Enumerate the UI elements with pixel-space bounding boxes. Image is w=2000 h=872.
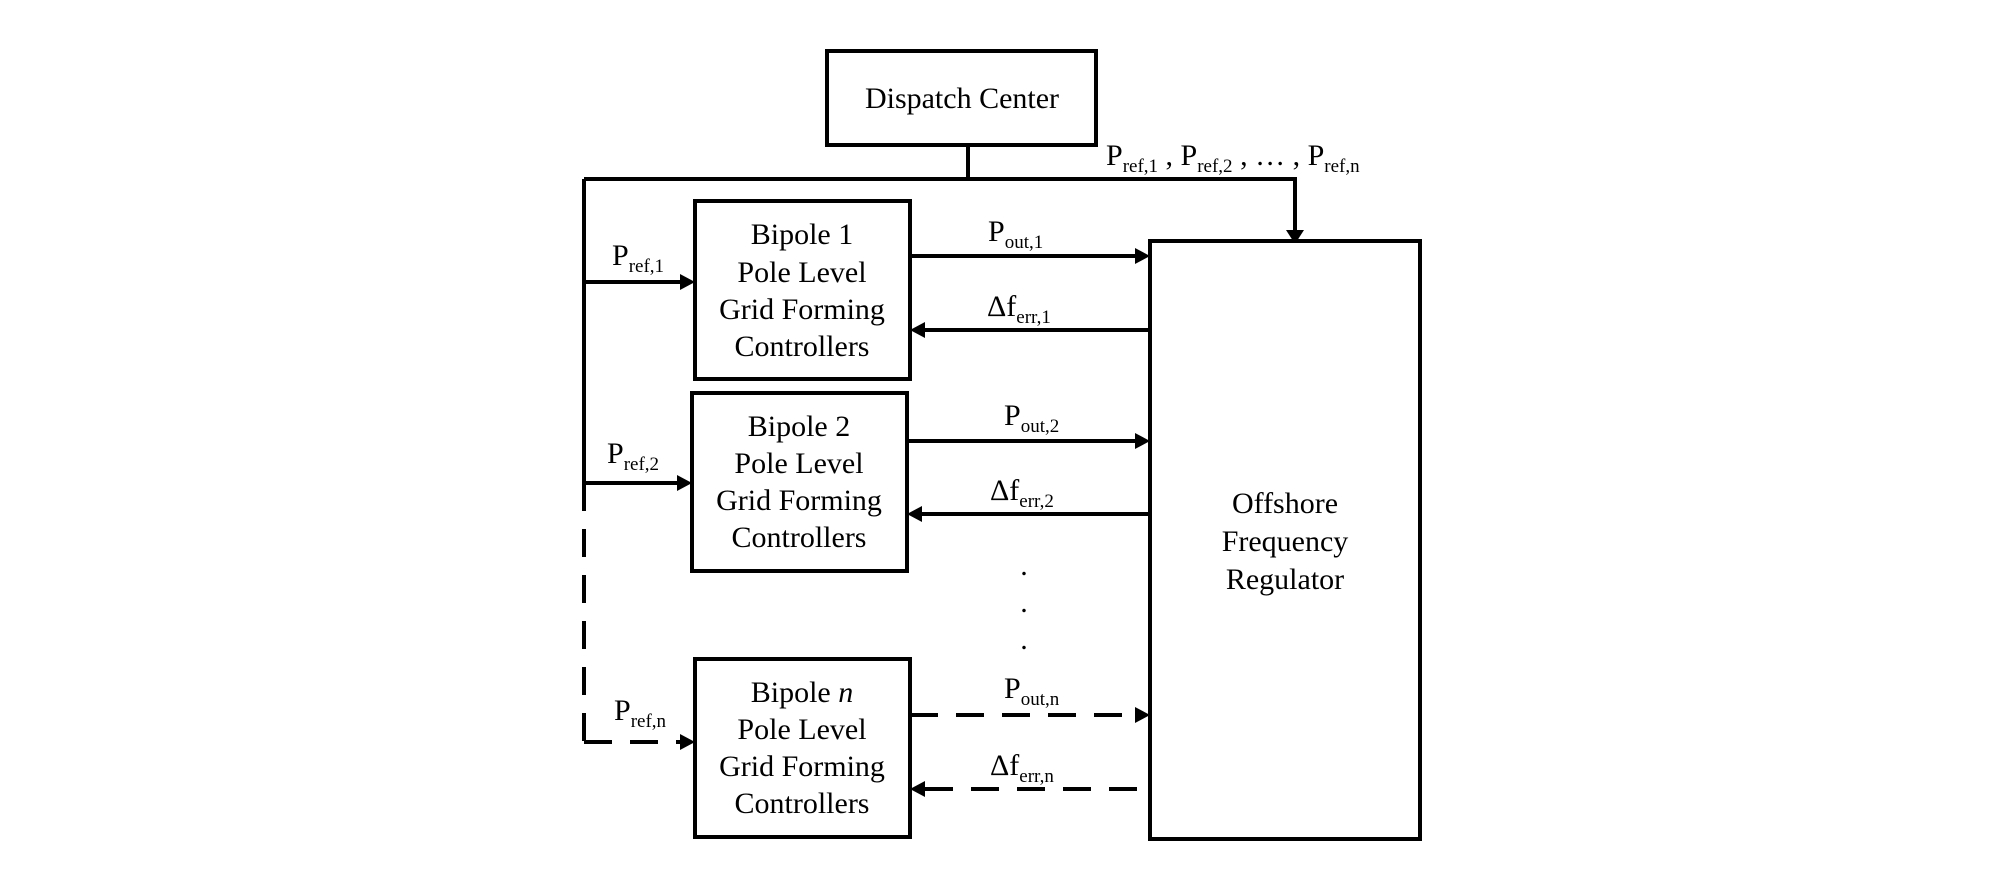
bipole-n-dferr-arrowhead [910, 781, 925, 797]
ellipsis-dot-2: . [1020, 586, 1028, 619]
bipole-n-pref-arrowhead [680, 734, 695, 750]
bipole-2-line2: Pole Level [734, 447, 863, 480]
offshore-frequency-regulator-block [1148, 239, 1422, 841]
reference-bus-wire [584, 177, 1297, 232]
bipole-2-pout-arrowhead [1135, 433, 1150, 449]
bipole-2-pref-arrowhead [677, 475, 692, 491]
bipole-1-line4: Controllers [735, 330, 870, 363]
bipole-1-line2: Pole Level [737, 256, 866, 289]
bus-reference-label: Pref,1 , Pref,2 , … , Pref,n [1106, 139, 1360, 177]
bipole-1-line3: Grid Forming [719, 293, 885, 326]
bipole-1-pout-label: Pout,1 [988, 215, 1043, 253]
bus-arrowhead [1286, 230, 1304, 244]
bipole-1-title: Bipole 1 [751, 218, 854, 251]
bipole-n-pout-arrowhead [1135, 707, 1150, 723]
bipole-2-controller-block [690, 391, 909, 573]
bipole-n-line4: Controllers [735, 787, 870, 820]
bipole-1-dferr-arrowhead [910, 322, 925, 338]
dispatch-center-block [825, 49, 1098, 147]
bipole-n-dferr-label: Δferr,n [990, 749, 1054, 787]
bipole-2-title: Bipole 2 [748, 410, 851, 443]
bipole-2-line4: Controllers [732, 521, 867, 554]
bipole-2-pout-label: Pout,2 [1004, 399, 1059, 437]
ellipsis-dot-1: . [1020, 549, 1028, 582]
bipole-2-dferr-arrowhead [907, 506, 922, 522]
bipole-n-pref-label: Pref,n [614, 694, 667, 732]
bipole-n-pout-label: Pout,n [1004, 672, 1060, 710]
regulator-label-line2: Frequency [1222, 525, 1349, 558]
bipole-1-pref-arrowhead [680, 274, 695, 290]
regulator-label-line3: Regulator [1226, 563, 1344, 596]
dispatch-center-label: Dispatch Center [865, 82, 1059, 115]
bipole-n-controller-block [693, 657, 912, 839]
bipole-1-pout-arrowhead [1135, 248, 1150, 264]
bipole-1-controller-block [693, 199, 912, 381]
bipole-n-line3: Grid Forming [719, 750, 885, 783]
regulator-label-line1: Offshore [1232, 487, 1338, 520]
bipole-2-line3: Grid Forming [716, 484, 882, 517]
bipole-n-title: Bipole n [751, 676, 854, 709]
bipole-1-pref-label: Pref,1 [612, 239, 664, 277]
ellipsis-dot-3: . [1020, 623, 1028, 656]
bipole-1-dferr-label: Δferr,1 [987, 290, 1051, 328]
bipole-2-pref-label: Pref,2 [607, 437, 659, 475]
bipole-n-line2: Pole Level [737, 713, 866, 746]
bipole-2-dferr-label: Δferr,2 [990, 474, 1054, 512]
